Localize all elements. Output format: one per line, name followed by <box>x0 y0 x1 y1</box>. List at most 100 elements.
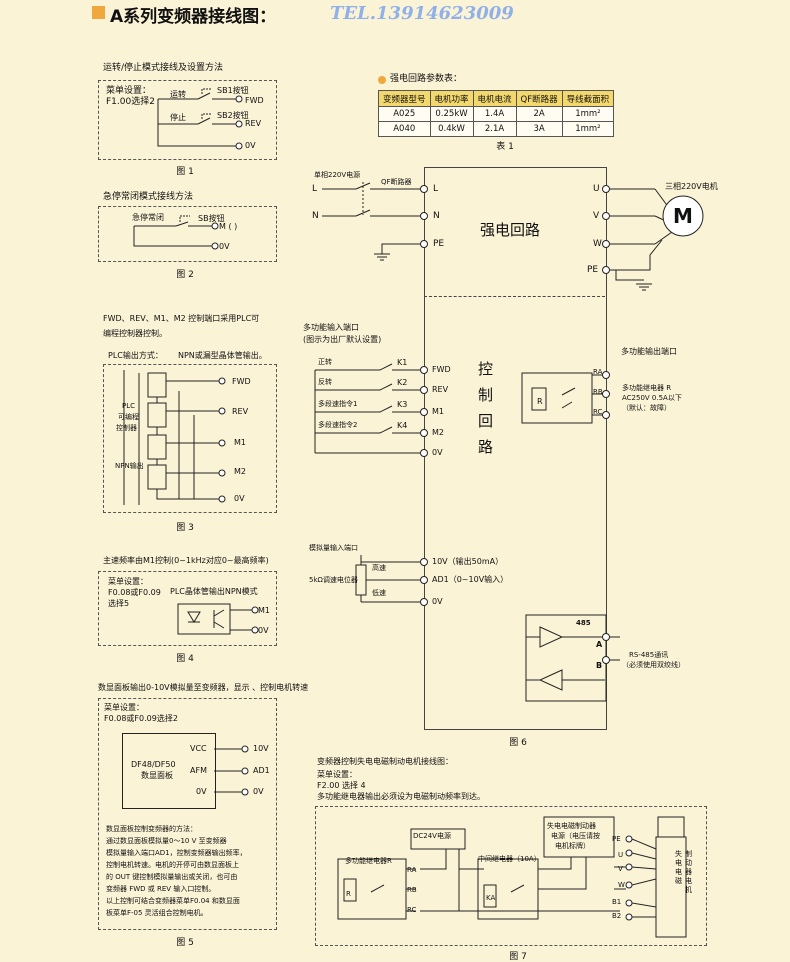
fig6-term-w: W <box>593 239 602 249</box>
fig7-brake-0: 失电电磁制动器 <box>547 822 596 830</box>
fig3-term-fwd: FWD <box>232 377 251 386</box>
table-cell: 0.4kW <box>429 121 474 137</box>
fig2-sb: SB按钮 <box>198 214 225 223</box>
fig6-in-label-3: 多段速指令2 <box>318 421 358 429</box>
fig1-run: 运转 <box>170 90 186 99</box>
fig6-term-0v: 0V <box>432 448 443 457</box>
fig7-relay: 多功能继电器R <box>345 857 392 865</box>
fig1-fwd: FWD <box>245 96 264 105</box>
fig7-term-b1: B1 <box>612 898 622 906</box>
control-label-3: 路 <box>478 438 494 456</box>
fig6-term-n: N <box>433 211 440 221</box>
fig6-k1: K1 <box>397 358 408 367</box>
fig7-brake-1: 电源（电压请按 <box>551 832 600 840</box>
fig3-term-m2: M2 <box>234 467 246 476</box>
fig5-menu1: 菜单设置： <box>104 703 144 712</box>
fig7-rb: RB <box>407 886 417 894</box>
fig6-485-desc2: （必须使用双绞线） <box>622 661 685 669</box>
fig5-desc-5: 变频器 FWD 或 REV 输入口控制。 <box>106 885 216 893</box>
power-control-divider <box>424 296 605 297</box>
fig6-qf: QF断路器 <box>381 178 412 186</box>
fig5-desc-0: 数显面板控制变频器的方法： <box>106 825 197 833</box>
fig7-brake-2: 电机标牌） <box>555 842 590 850</box>
table-header-cell: 变频器型号 <box>378 90 431 107</box>
fig5-desc-1: 通过数显面板模拟量0～10 V 至变频器 <box>106 837 227 845</box>
fig2-heading: 急停常闭模式接线方法 <box>103 192 194 202</box>
table-header-cell: 电机电流 <box>472 90 517 107</box>
fig5-desc-7: 板菜单F-05 灵活组合控制电机。 <box>106 909 208 917</box>
fig6-k4: K4 <box>397 421 408 430</box>
fig6-pot: 5kΩ调速电位器 <box>309 576 358 584</box>
fig7-term-w: W <box>618 881 625 889</box>
fig6-rb: RB <box>593 388 603 396</box>
fig5-desc-2: 模拟量输入端口AD1，控制变频器输出频率， <box>106 849 247 857</box>
fig3-caption: 图 3 <box>176 523 194 533</box>
fig6-in-label-0: 正转 <box>318 358 332 366</box>
table-cell: 3A <box>515 121 563 137</box>
fig1-sb1: SB1按钮 <box>217 86 249 95</box>
title-marker <box>92 6 105 19</box>
fig6-low: 低速 <box>372 589 386 597</box>
fig6-ra: RA <box>593 368 603 376</box>
fig2-0v: 0V <box>219 242 230 251</box>
motor-icon: M <box>673 204 693 228</box>
fig6-term-l: L <box>433 184 439 194</box>
table-cell: 0.25kW <box>429 106 474 122</box>
fig2-m: M ( ) <box>219 222 238 231</box>
fig5-panel2: 数显面板 <box>141 771 173 780</box>
table-cell: 1.4A <box>472 106 517 122</box>
table-row: A025 0.25kW 1.4A 2A 1mm² <box>378 106 615 122</box>
fig3-term-0v: 0V <box>234 494 245 503</box>
table-cell: 2A <box>515 106 563 122</box>
fig5-out-0v: 0V <box>253 787 264 796</box>
fig2-caption: 图 2 <box>176 270 194 280</box>
fig6-caption: 图 6 <box>509 738 527 748</box>
control-label-2: 回 <box>478 412 494 430</box>
table-bullet <box>378 76 386 84</box>
fig5-menu2: F0.08或F0.09选择2 <box>104 714 178 723</box>
fig1-heading: 运转/停止模式接线及设置方法 <box>103 63 224 73</box>
fig6-motor-label: 三相220V电机 <box>665 182 718 191</box>
fig2-estop: 急停常闭 <box>132 213 164 222</box>
fig6-supply: 单相220V电源 <box>314 171 361 179</box>
fig4-menu2: F0.08或F0.09 <box>108 588 161 597</box>
fig6-wiring <box>314 182 704 702</box>
fig7-ka: KA <box>486 894 496 902</box>
fig7-menu3: 多功能继电器输出必须设为电磁制动频率到达。 <box>317 792 485 801</box>
fig6-rc: RC <box>593 408 603 416</box>
fig6-ad1: AD1（0~10V输入） <box>432 575 509 584</box>
fig3-plc-mode: PLC输出方式： <box>108 351 163 360</box>
table-cell: 1mm² <box>561 106 615 122</box>
fig7-wiring <box>337 816 687 938</box>
fig6-relay-desc-1: AC250V 0.5A以下 <box>622 394 682 402</box>
fig2-box <box>98 206 277 262</box>
fig1-wiring <box>157 88 243 150</box>
fig4-plc: PLC晶体管输出NPN模式 <box>170 587 258 596</box>
fig6-supply-l: L <box>312 184 318 194</box>
fig7-term-b2: B2 <box>612 912 622 920</box>
fig5-desc-6: 以上控制可结合变频器菜单F0.04 和数显面 <box>106 897 240 905</box>
fig6-term-fwd: FWD <box>432 365 451 374</box>
fig6-485: 485 <box>576 619 591 627</box>
table-header-cell: 导线截面积 <box>561 90 615 107</box>
fig5-lines <box>214 745 249 796</box>
fig6-k2: K2 <box>397 378 408 387</box>
power-circuit-label: 强电回路 <box>480 221 541 239</box>
fig7-menu1: 菜单设置： <box>317 770 357 779</box>
phone-number: TEL.13914623009 <box>330 3 514 24</box>
fig6-multi-in1: 多功能输入端口 <box>303 323 359 332</box>
fig2-wiring <box>133 215 219 250</box>
fig5-panel1: DF48/DF50 <box>131 760 176 769</box>
fig6-supply-n: N <box>312 211 319 221</box>
fig6-in-label-2: 多段速指令1 <box>318 400 358 408</box>
table-cell: A025 <box>378 106 431 122</box>
fig7-r: R <box>346 890 351 898</box>
page-title: A系列变频器接线图： <box>110 7 277 27</box>
fig3-term-rev: REV <box>232 407 249 416</box>
fig7-menu2: F2.00 选择 4 <box>317 781 366 790</box>
inverter-body <box>424 167 607 730</box>
table-row: A040 0.4kW 2.1A 3A 1mm² <box>378 121 615 137</box>
fig1-stop: 停止 <box>170 113 186 122</box>
fig4-m1: M1 <box>258 606 270 615</box>
fig4-0v: 0V <box>258 626 269 635</box>
